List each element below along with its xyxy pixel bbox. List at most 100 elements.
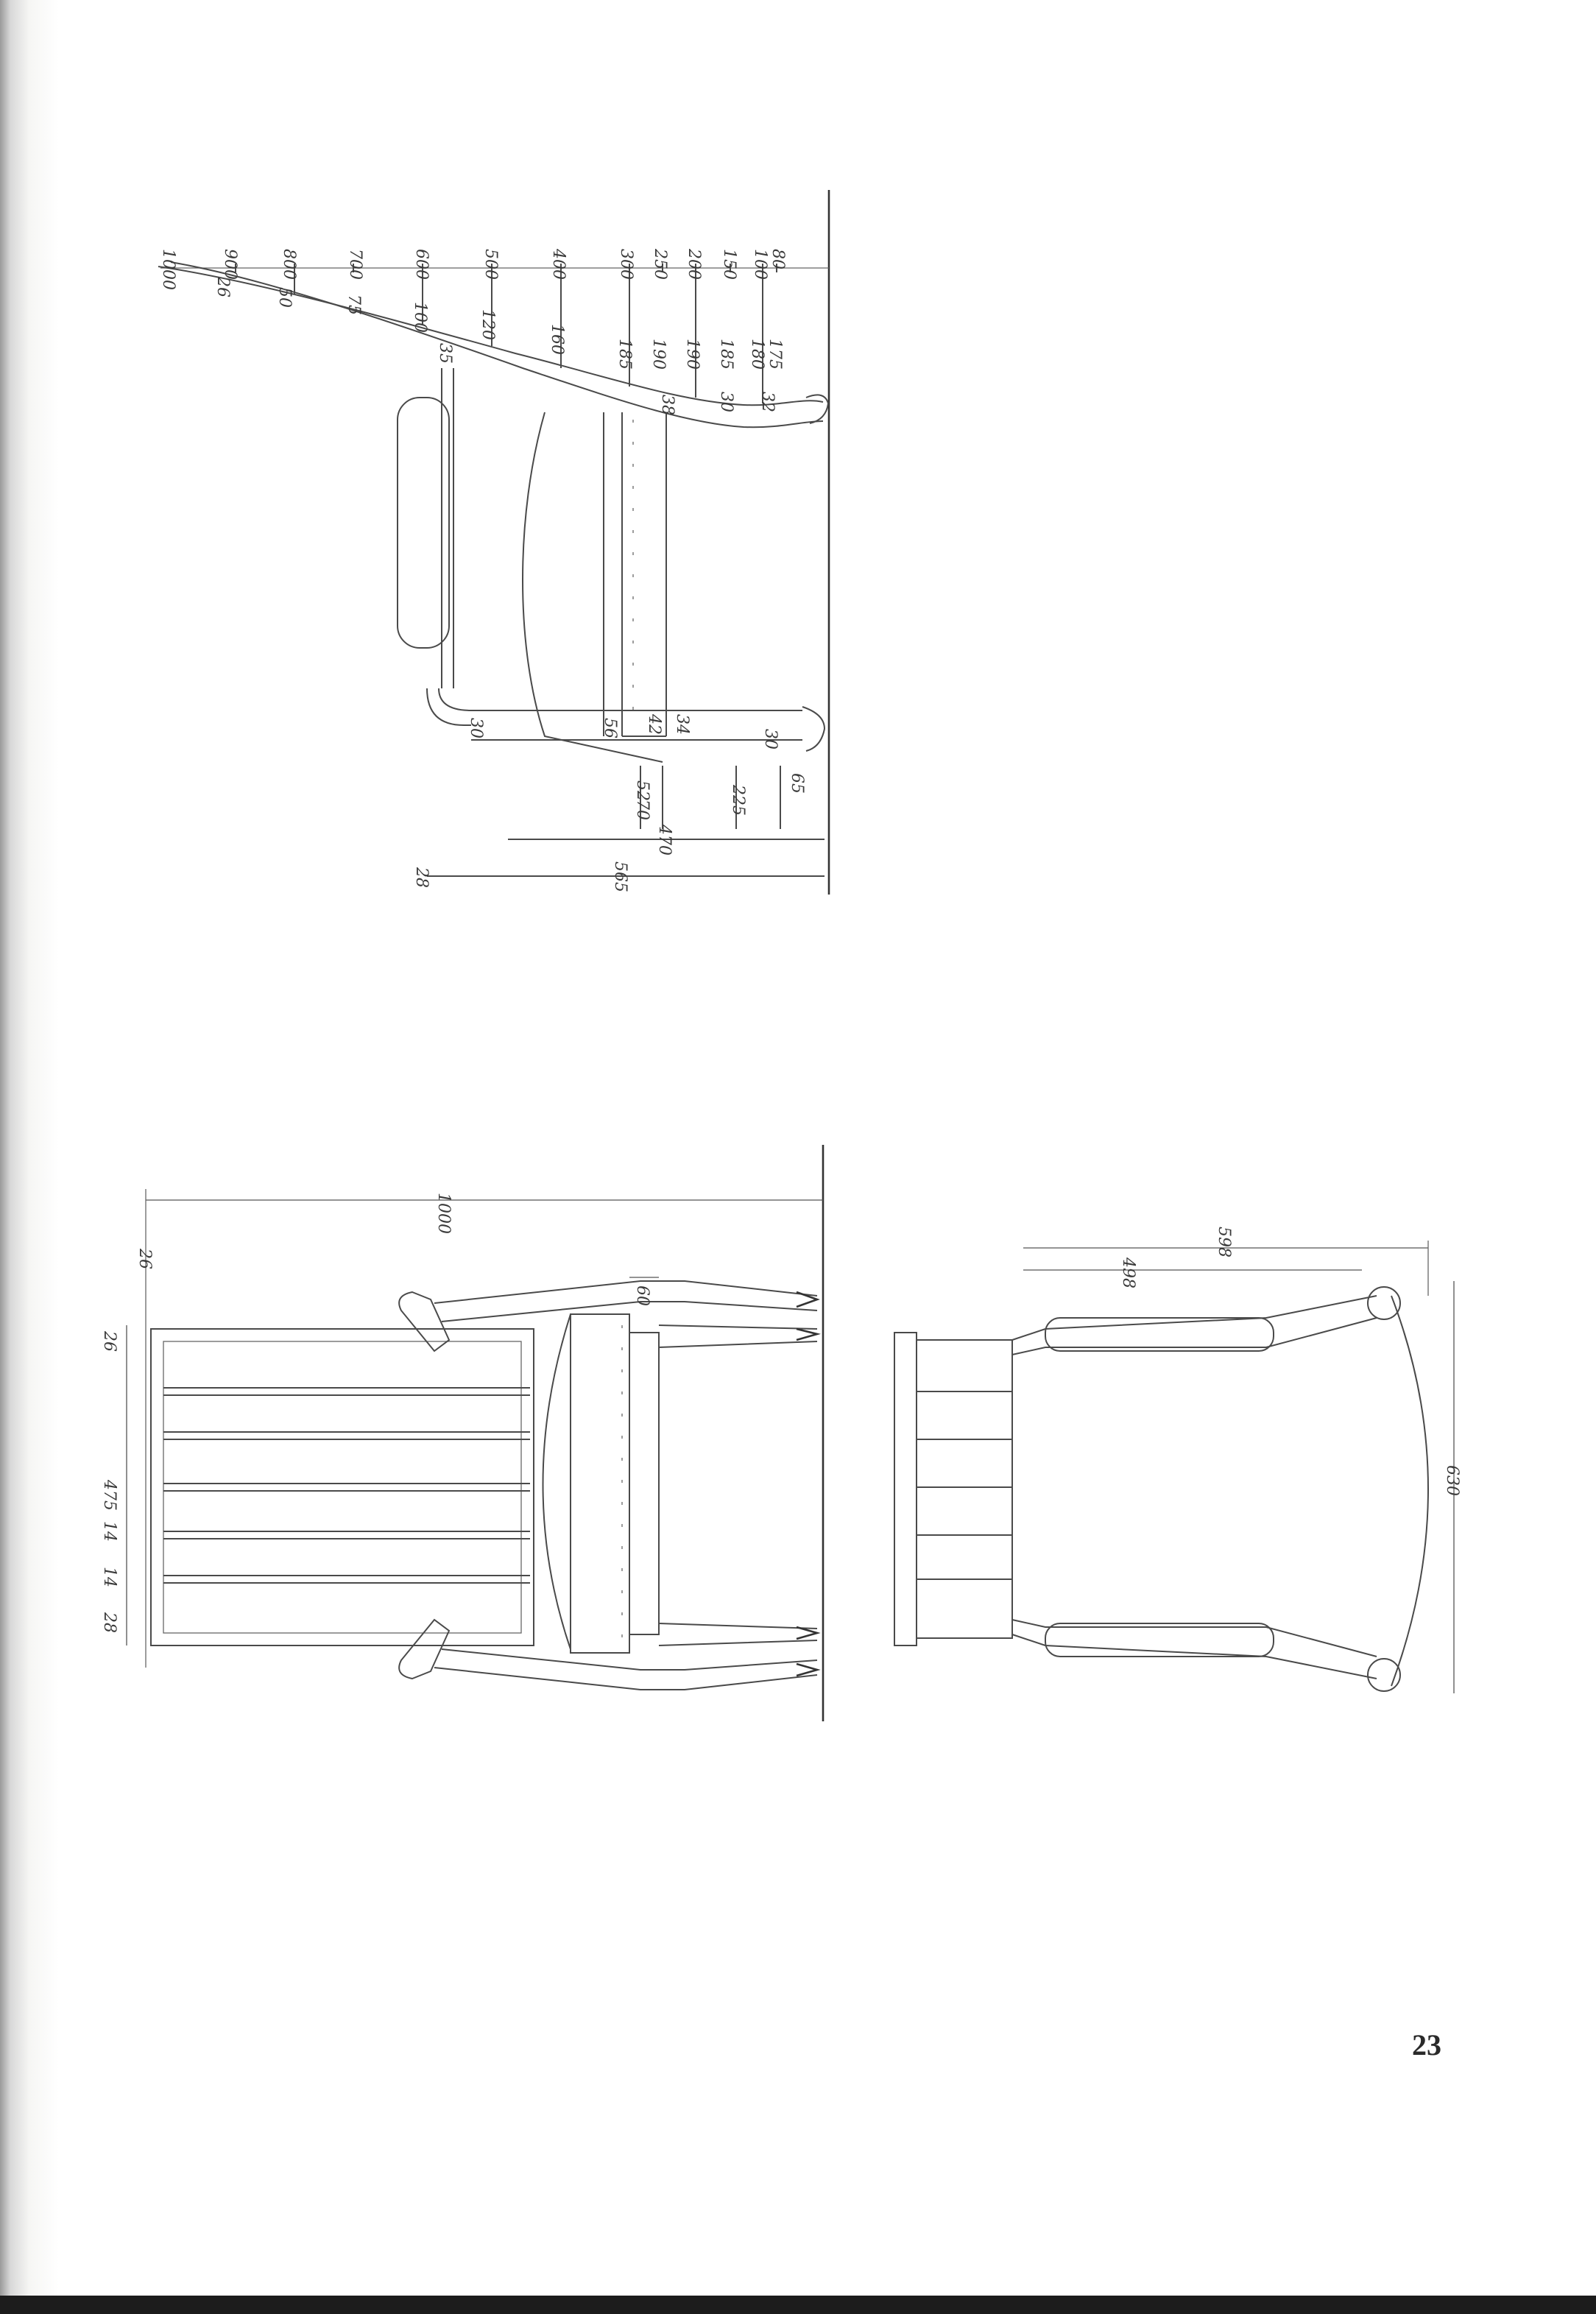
arm-post (426, 688, 472, 726)
right-arm-support (434, 1648, 818, 1690)
profile-label: 26 (213, 276, 232, 297)
front-width-label: 14 (100, 1521, 119, 1542)
height-label: 80 (769, 249, 787, 269)
side-view-profile-labels: 26 50 75 100 120 160 185 190 190 185 180… (213, 276, 784, 370)
profile-label: 75 (345, 294, 363, 315)
back-slats (163, 1387, 530, 1584)
side-view-joint-labels: 35 38 30 32 30 56 42 34 30 (436, 343, 780, 749)
top-width-label: 498 (1119, 1257, 1137, 1288)
depth-label: 52 (633, 780, 652, 801)
top-spindles (917, 1391, 1012, 1580)
top-right-armrest (1011, 1634, 1377, 1679)
front-seat-curve (542, 1313, 571, 1650)
height-label: 900 (221, 249, 239, 280)
joint-label: 42 (645, 713, 663, 735)
front-seat-rail (570, 1313, 630, 1654)
height-label: 700 (346, 249, 364, 280)
joint-label: 34 (673, 714, 691, 735)
profile-label: 100 (411, 302, 429, 333)
depth-label: 225 (729, 784, 747, 816)
top-width-label: 598 (1215, 1227, 1233, 1257)
depth-label: 28 (412, 867, 431, 888)
top-left-armrest (1011, 1295, 1377, 1341)
top-left-arm-pad (1045, 1317, 1274, 1352)
right-leg-tips (796, 1626, 821, 1677)
front-width-label: 28 (100, 1612, 119, 1633)
front-seat-apron (629, 1332, 660, 1635)
top-right-leg (1367, 1658, 1401, 1692)
front-right-leg (658, 1623, 818, 1646)
height-label: 1000 (159, 249, 177, 290)
front-width-label: 26 (100, 1330, 119, 1352)
height-label: 400 (549, 248, 568, 280)
profile-label: 180 (748, 339, 766, 370)
right-armrest (398, 1618, 451, 1680)
side-view: 1000 900 800 700 600 500 400 300 250 200… (158, 190, 830, 895)
depth-label: 70 (633, 800, 652, 820)
front-seat-label: 60 (633, 1285, 652, 1306)
joint-label: 38 (658, 395, 677, 415)
height-label: 200 (685, 248, 703, 280)
profile-label: 120 (479, 309, 497, 340)
front-leg-foot (802, 706, 826, 752)
profile-label: 160 (548, 324, 566, 355)
profile-label: 190 (683, 339, 702, 370)
height-label: 250 (651, 248, 669, 280)
profile-label: 185 (615, 339, 634, 370)
profile-label: 185 (717, 339, 735, 370)
top-right-arm-pad (1045, 1623, 1274, 1657)
page-number: 23 (1412, 2028, 1441, 2061)
back-leg-foot (805, 394, 830, 424)
height-ticks (235, 264, 777, 272)
depth-label: 470 (655, 824, 674, 856)
back-leg-profile-inner (170, 261, 824, 428)
top-left-armrest-inner (1011, 1317, 1377, 1355)
height-label: 800 (280, 249, 298, 280)
joint-label: 30 (467, 718, 485, 738)
profile-label: 190 (649, 339, 668, 370)
joint-label: 32 (758, 392, 777, 412)
seat-curve (522, 412, 663, 763)
joint-label: 35 (436, 343, 454, 364)
top-back-rail (916, 1339, 1013, 1639)
joint-label: 56 (601, 718, 619, 738)
front-height-label: 1000 (434, 1193, 453, 1234)
top-seat-front-curve (1391, 1295, 1429, 1687)
side-view-height-labels: 1000 900 800 700 600 500 400 300 250 200… (159, 248, 787, 290)
profile-label: 50 (275, 287, 294, 308)
armrest-pad (397, 397, 450, 649)
top-back-frame (894, 1332, 917, 1646)
depth-dimension-lines (427, 766, 825, 877)
depth-label: 65 (788, 773, 806, 794)
profile-label: 175 (766, 339, 784, 370)
top-left-leg (1367, 1286, 1401, 1320)
top-width-label: 630 (1443, 1465, 1461, 1496)
top-view: 598 498 630 (894, 1227, 1461, 1693)
front-view: 1000 475 14 14 28 26 26 60 (100, 1145, 825, 1721)
front-width-label: 26 (135, 1248, 154, 1269)
scan-bottom-edge (0, 2296, 1596, 2314)
depth-label: 565 (611, 861, 629, 892)
side-view-depth-labels: 70 52 225 65 470 565 28 (412, 773, 806, 892)
height-label: 600 (412, 249, 431, 280)
height-label: 300 (617, 249, 635, 280)
joint-label: 30 (761, 729, 780, 749)
height-label: 150 (720, 249, 738, 280)
front-width-label: 475 (100, 1479, 119, 1511)
front-left-leg (658, 1324, 818, 1348)
left-arm-support (434, 1280, 818, 1322)
height-label: 100 (751, 249, 769, 280)
front-leg (471, 710, 802, 741)
chair-back-frame (150, 1328, 534, 1646)
left-leg-tips (796, 1291, 822, 1341)
joint-label: 30 (717, 392, 735, 412)
back-leg-profile (158, 266, 824, 406)
top-right-armrest-inner (1011, 1619, 1377, 1657)
chair-back-inner (163, 1341, 522, 1634)
height-label: 500 (481, 249, 500, 280)
left-armrest (398, 1291, 451, 1352)
profile-extension-lines (294, 272, 763, 403)
front-width-label: 14 (100, 1567, 119, 1587)
